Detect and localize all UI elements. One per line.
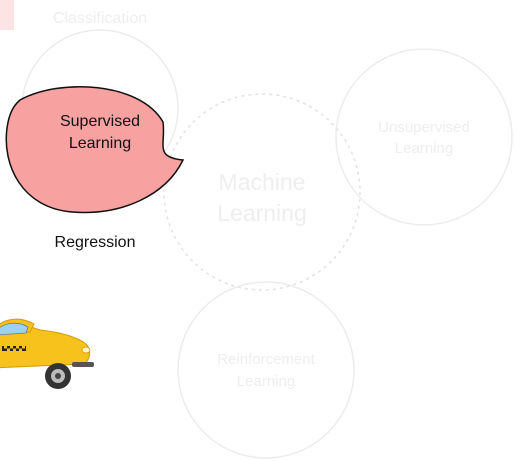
supervised-label-line1: Supervised	[60, 113, 140, 130]
taxi-car-icon	[0, 318, 94, 389]
supervised-learning-shape	[5, 86, 185, 214]
supervised-label-line2: Learning	[69, 135, 131, 152]
unsupervised-label-line1: Unsupervised	[378, 119, 470, 136]
classification-label: Classification	[53, 10, 147, 27]
corner-marker	[0, 0, 14, 30]
reinforcement-label-line1: Reinforcement	[217, 351, 315, 368]
unsupervised-circle	[335, 48, 513, 226]
reinforcement-circle	[177, 281, 355, 459]
machine-learning-label-line1: Machine	[219, 169, 306, 195]
machine-learning-circle	[163, 93, 361, 291]
unsupervised-label-line2: Learning	[395, 140, 453, 157]
machine-learning-label-line2: Learning	[217, 200, 307, 226]
reinforcement-label-line2: Learning	[237, 373, 295, 390]
regression-label: Regression	[55, 234, 136, 251]
